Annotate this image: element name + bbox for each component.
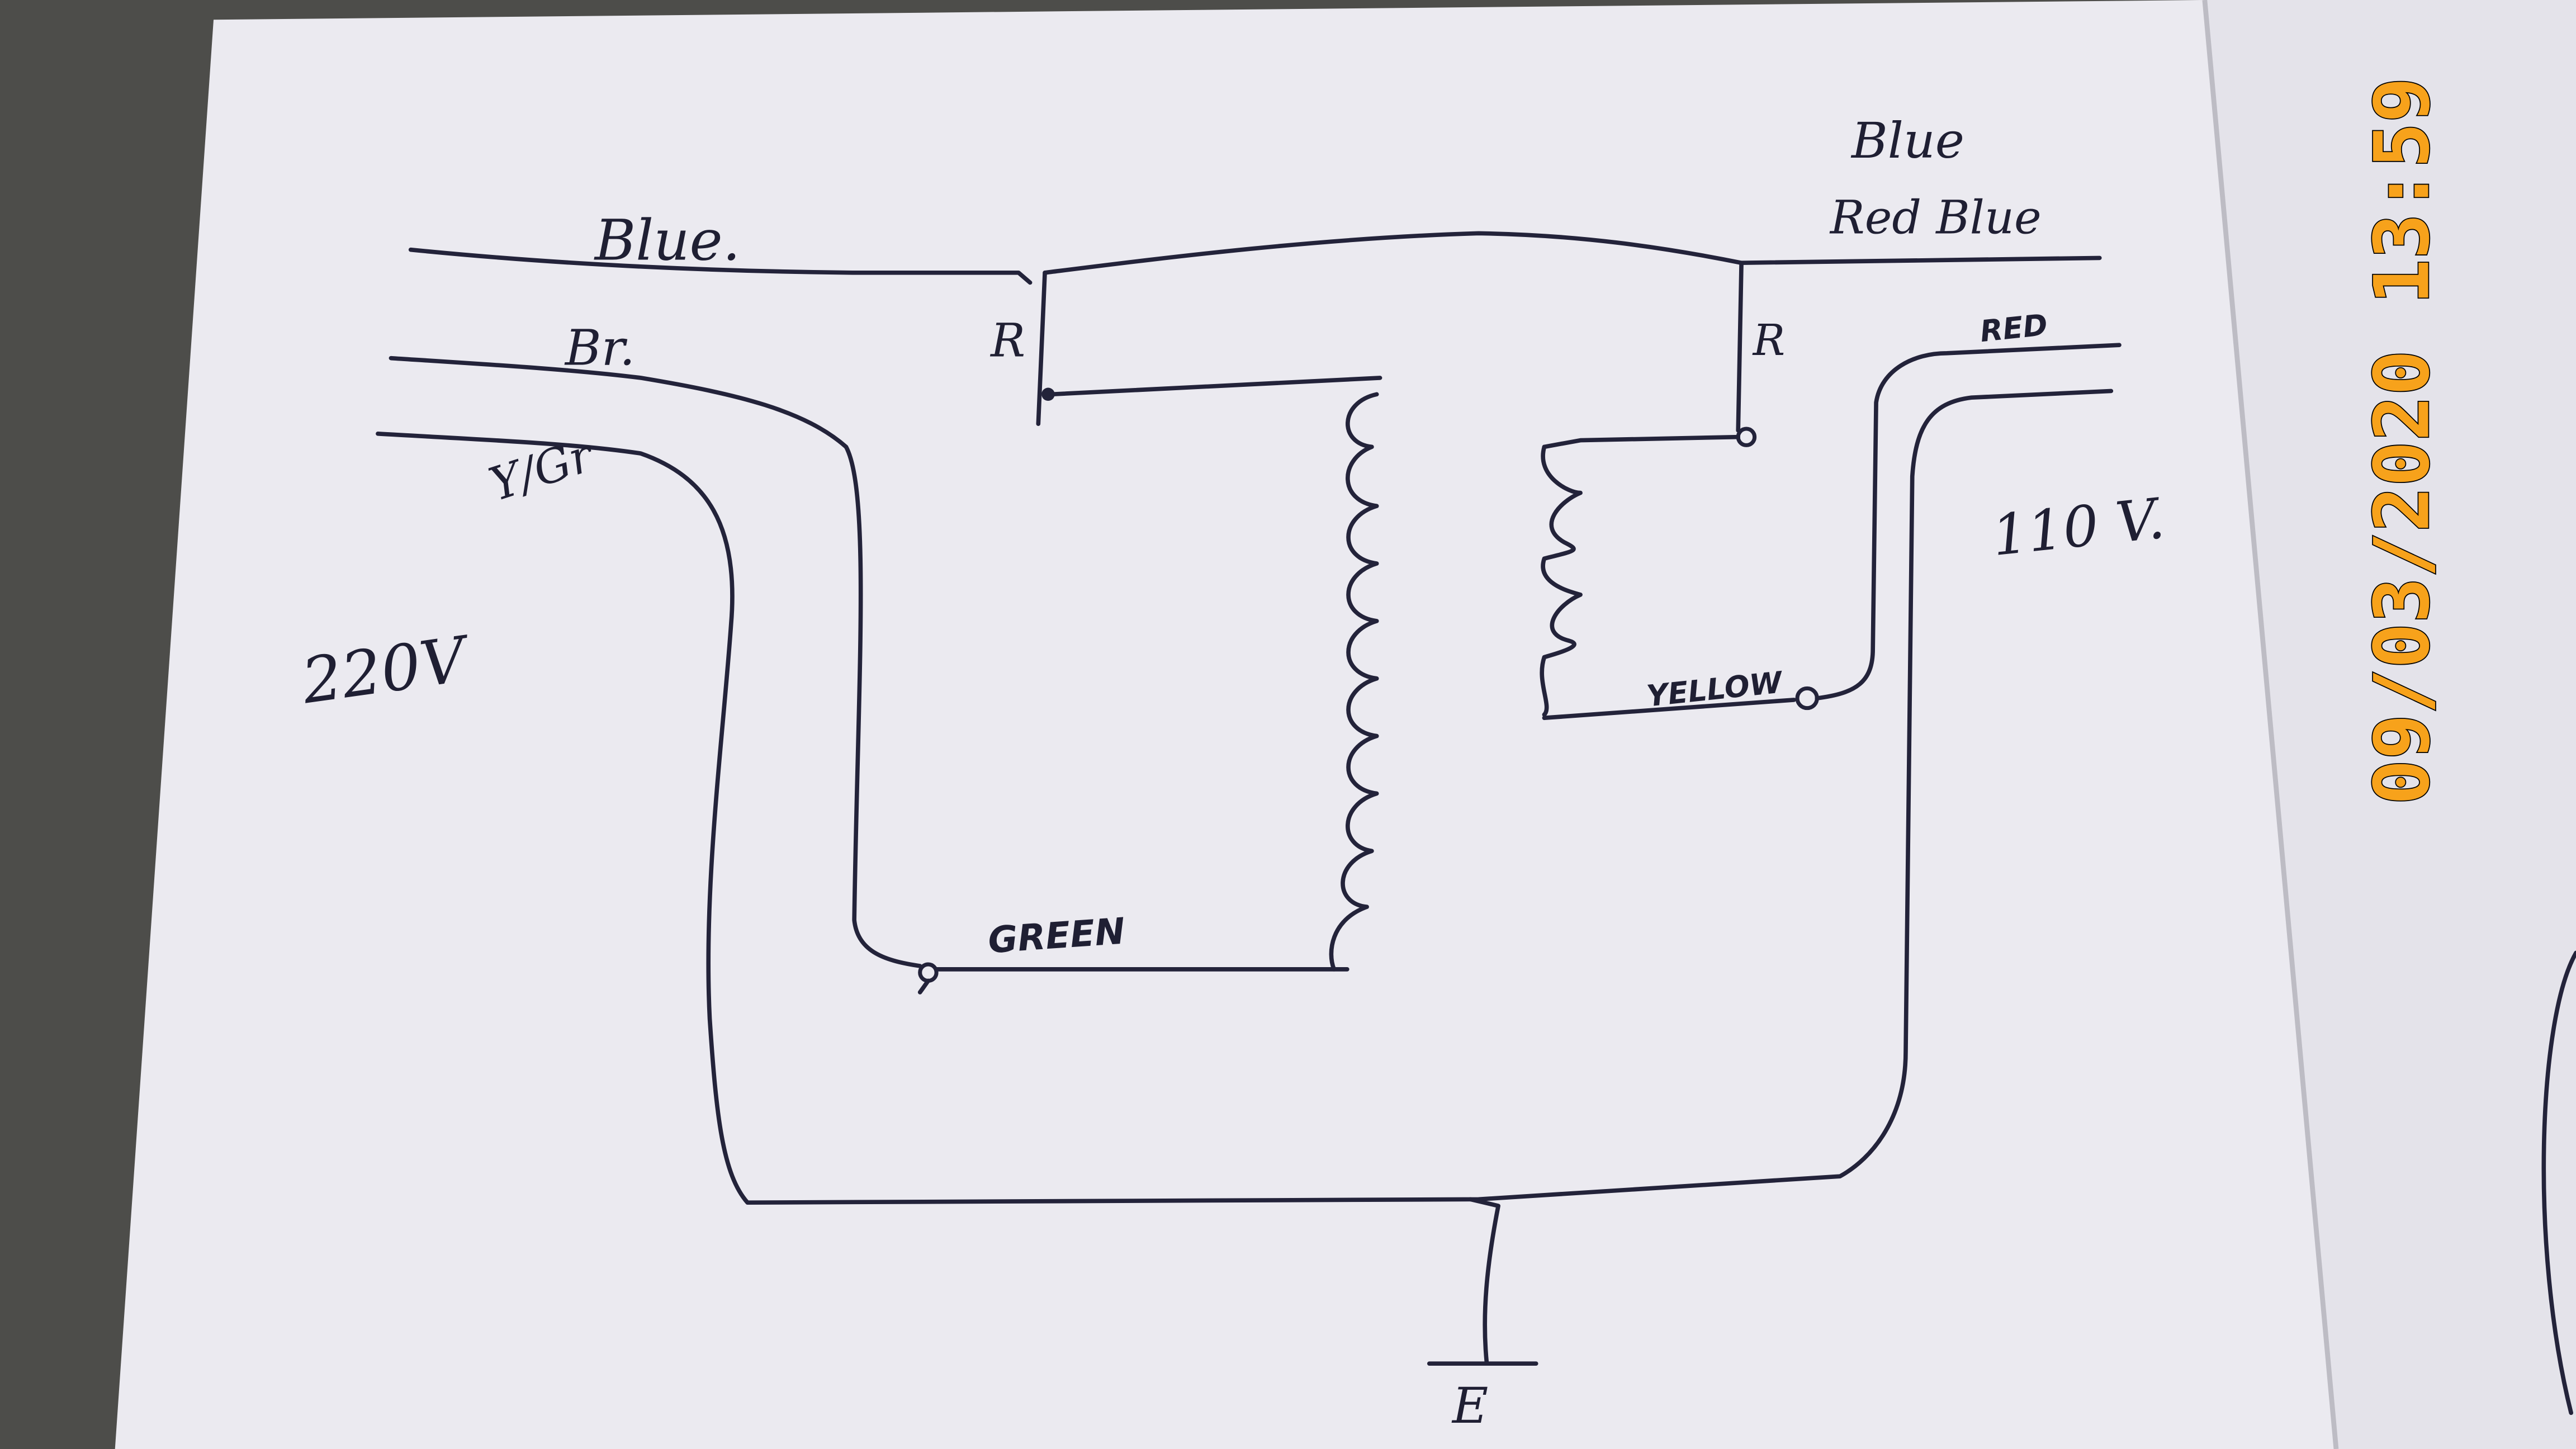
brown-wire [389,356,922,968]
earth-label: E [1451,1377,1488,1434]
right-switch-r [1736,261,1744,433]
right-coil-lead [1542,434,1741,449]
left-coil-winding [1329,392,1379,972]
right-coil-winding [1540,444,1583,717]
right-switch-label: R [1752,316,1786,366]
paper-sheet [115,0,2336,1449]
right-top-label-red-blue: Red Blue [1829,191,2042,244]
green-terminal-label: GREEN [987,911,1126,962]
partial-drawing-second-sheet [2541,950,2576,1415]
blue-wire-label: Blue. [594,207,741,273]
red-wire [1815,343,2122,700]
yellow-lead [1542,698,1796,721]
left-coil-lead [1049,376,1382,397]
yellow-green-wire [376,389,2114,1205]
left-switch-r [1036,271,1047,427]
earth-wire [1468,1197,1500,1366]
left-switch-label: R [989,315,1025,368]
brown-wire-label: Br. [564,319,635,376]
paper-edge [2202,0,2339,1449]
right-top-label-blue: Blue [1850,112,1964,169]
top-bus-wire [1043,231,2102,275]
camera-timestamp: 09/03/2020 13:59 [2359,77,2446,805]
second-paper-sheet [2201,0,2576,1449]
red-wire-label: RED [1978,308,2049,349]
left-switch-terminal [1041,387,1055,401]
green-lead [917,967,1349,995]
blue-wire [408,247,1033,285]
